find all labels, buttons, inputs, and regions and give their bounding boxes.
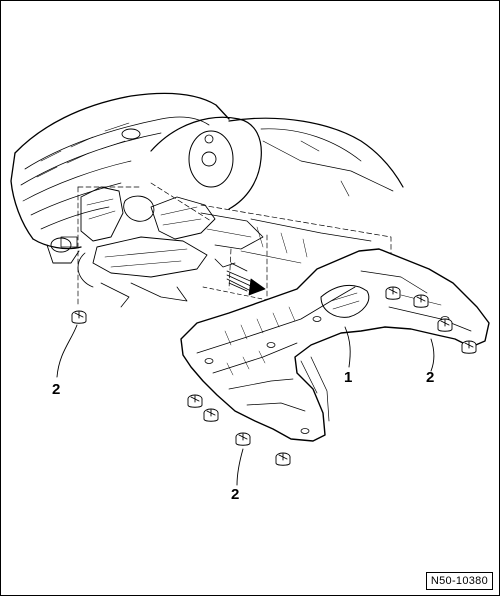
figure-id-label: N50-10380	[425, 572, 493, 590]
wheel-arch	[150, 116, 404, 210]
screw	[203, 408, 219, 422]
noise-insulation-tray	[180, 248, 490, 442]
callout-leaders	[56, 324, 435, 486]
callout-label-1: 1	[344, 369, 353, 386]
callout-label-2-left: 2	[52, 381, 61, 398]
direction-arrow	[226, 270, 266, 296]
engine-subframe	[60, 186, 372, 308]
screw	[413, 294, 429, 308]
screw	[71, 310, 87, 324]
screw	[385, 286, 401, 300]
callout-label-2-right: 2	[426, 369, 435, 386]
screw	[461, 340, 477, 354]
front-bumper	[10, 92, 230, 264]
screw	[437, 318, 453, 332]
screw	[235, 432, 251, 446]
screw	[275, 452, 291, 466]
screw	[187, 394, 203, 408]
callout-label-2-bottom: 2	[231, 486, 240, 503]
